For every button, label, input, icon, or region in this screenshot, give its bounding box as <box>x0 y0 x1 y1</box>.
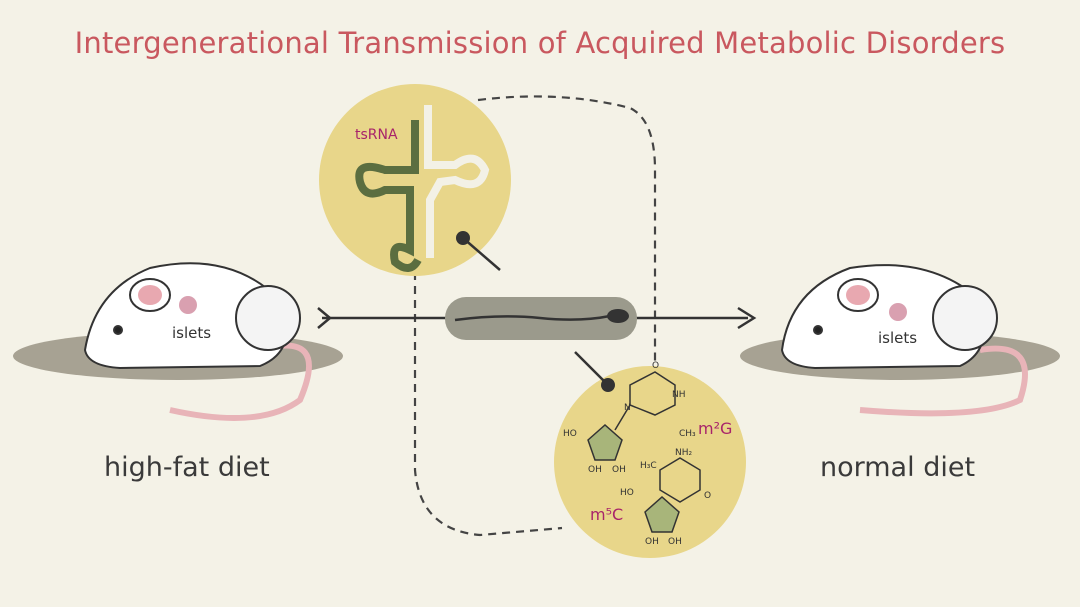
svg-text:HO: HO <box>563 429 577 439</box>
svg-text:NH₂: NH₂ <box>675 448 693 458</box>
m2g-label: m²G <box>698 419 732 438</box>
dashed-connector-bottom <box>413 272 563 537</box>
svg-text:O: O <box>704 491 711 501</box>
svg-text:NH: NH <box>672 390 686 400</box>
tsrna-structure-icon <box>355 105 490 272</box>
dashed-connector-top <box>477 95 657 365</box>
left-mouse-illustration <box>83 262 312 421</box>
sperm-icon <box>454 314 611 322</box>
high-fat-diet-label: high-fat diet <box>104 452 270 483</box>
right-islets-label: islets <box>878 329 917 347</box>
tsrna-label: tsRNA <box>355 127 398 143</box>
svg-text:CH₃: CH₃ <box>679 429 696 439</box>
diagram-title: Intergenerational Transmission of Acquir… <box>74 26 1006 60</box>
svg-text:OH: OH <box>668 537 682 547</box>
normal-diet-label: normal diet <box>820 452 976 483</box>
svg-text:OH: OH <box>645 537 659 547</box>
right-mouse-illustration <box>780 264 1028 417</box>
svg-text:OH: OH <box>612 465 626 475</box>
arrow-head-icon <box>737 306 757 330</box>
modification-circle <box>554 366 746 558</box>
svg-text:N: N <box>624 403 631 413</box>
nucleoside-structures <box>587 371 701 533</box>
left-islets-label: islets <box>172 324 211 342</box>
tsrna-circle <box>319 84 511 276</box>
m5c-label: m⁵C <box>590 505 623 524</box>
svg-text:OH: OH <box>588 465 602 475</box>
svg-text:HO: HO <box>620 488 634 498</box>
svg-text:H₃C: H₃C <box>640 461 657 471</box>
svg-text:O: O <box>652 361 659 371</box>
